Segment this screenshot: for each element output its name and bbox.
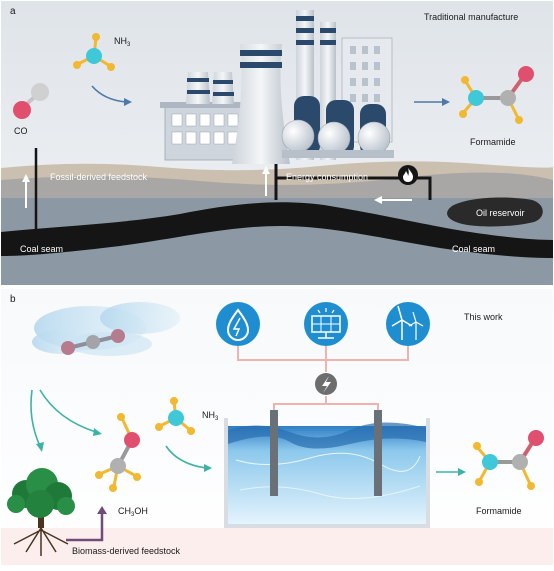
solar-panel-icon (304, 302, 348, 346)
up-arrow-left (22, 174, 30, 208)
arrow-to-tree (30, 389, 44, 452)
co2-molecule (61, 329, 125, 355)
fossil-feedstock-label: Fossil-derived feedstock (50, 172, 148, 182)
product-arrow-b (436, 468, 466, 476)
wind-turbine-icon (386, 302, 430, 346)
panel-a: a Traditional manufacture CO NH3 Formami… (1, 1, 554, 285)
product-arrow-a (414, 98, 450, 106)
hydro-icon (216, 302, 260, 346)
formamide-molecule-b (473, 430, 544, 490)
panel-a-title: Traditional manufacture (424, 12, 518, 22)
nh3-molecule (73, 33, 115, 71)
electrolysis-cell (224, 410, 430, 528)
methanol-molecule (95, 413, 141, 492)
nh3-molecule-b (155, 397, 195, 435)
panel-b-title: This work (464, 312, 503, 322)
tree (7, 468, 75, 556)
biomass-arrow (66, 506, 107, 542)
nh3-label-b: NH3 (202, 410, 219, 422)
nh3-label: NH3 (114, 36, 131, 48)
formamide-molecule-a (459, 66, 534, 124)
reaction-arrow-a (91, 85, 132, 106)
lightning-icon (315, 373, 337, 395)
up-arrow-factory (262, 166, 270, 196)
co-molecule (13, 83, 49, 119)
coal-seam-label-right: Coal seam (452, 244, 495, 254)
arrow-into-cell (165, 445, 212, 472)
formamide-label-a: Formamide (470, 137, 516, 147)
factory (160, 10, 394, 164)
co-label: CO (14, 126, 28, 136)
oil-reservoir-label: Oil reservoir (476, 208, 525, 218)
panel-b-letter: b (10, 294, 16, 305)
left-arrow-reservoir (374, 196, 412, 204)
flame-icon (398, 165, 418, 185)
panel-a-letter: a (10, 6, 16, 17)
coal-seam (1, 202, 553, 258)
coal-seam-label-left: Coal seam (20, 244, 63, 254)
biomass-feedstock-label: Biomass-derived feedstock (72, 546, 181, 556)
oil-reservoir (447, 197, 543, 227)
panel-b: b This work NH3 CH3OH Formamide Biomass-… (1, 289, 553, 565)
methanol-label: CH3OH (118, 506, 148, 518)
ground-strip (1, 528, 553, 565)
arrow-to-methanol (39, 389, 102, 436)
energy-consumption-label: Energy consumption (286, 172, 368, 182)
formamide-label-b: Formamide (476, 506, 522, 516)
